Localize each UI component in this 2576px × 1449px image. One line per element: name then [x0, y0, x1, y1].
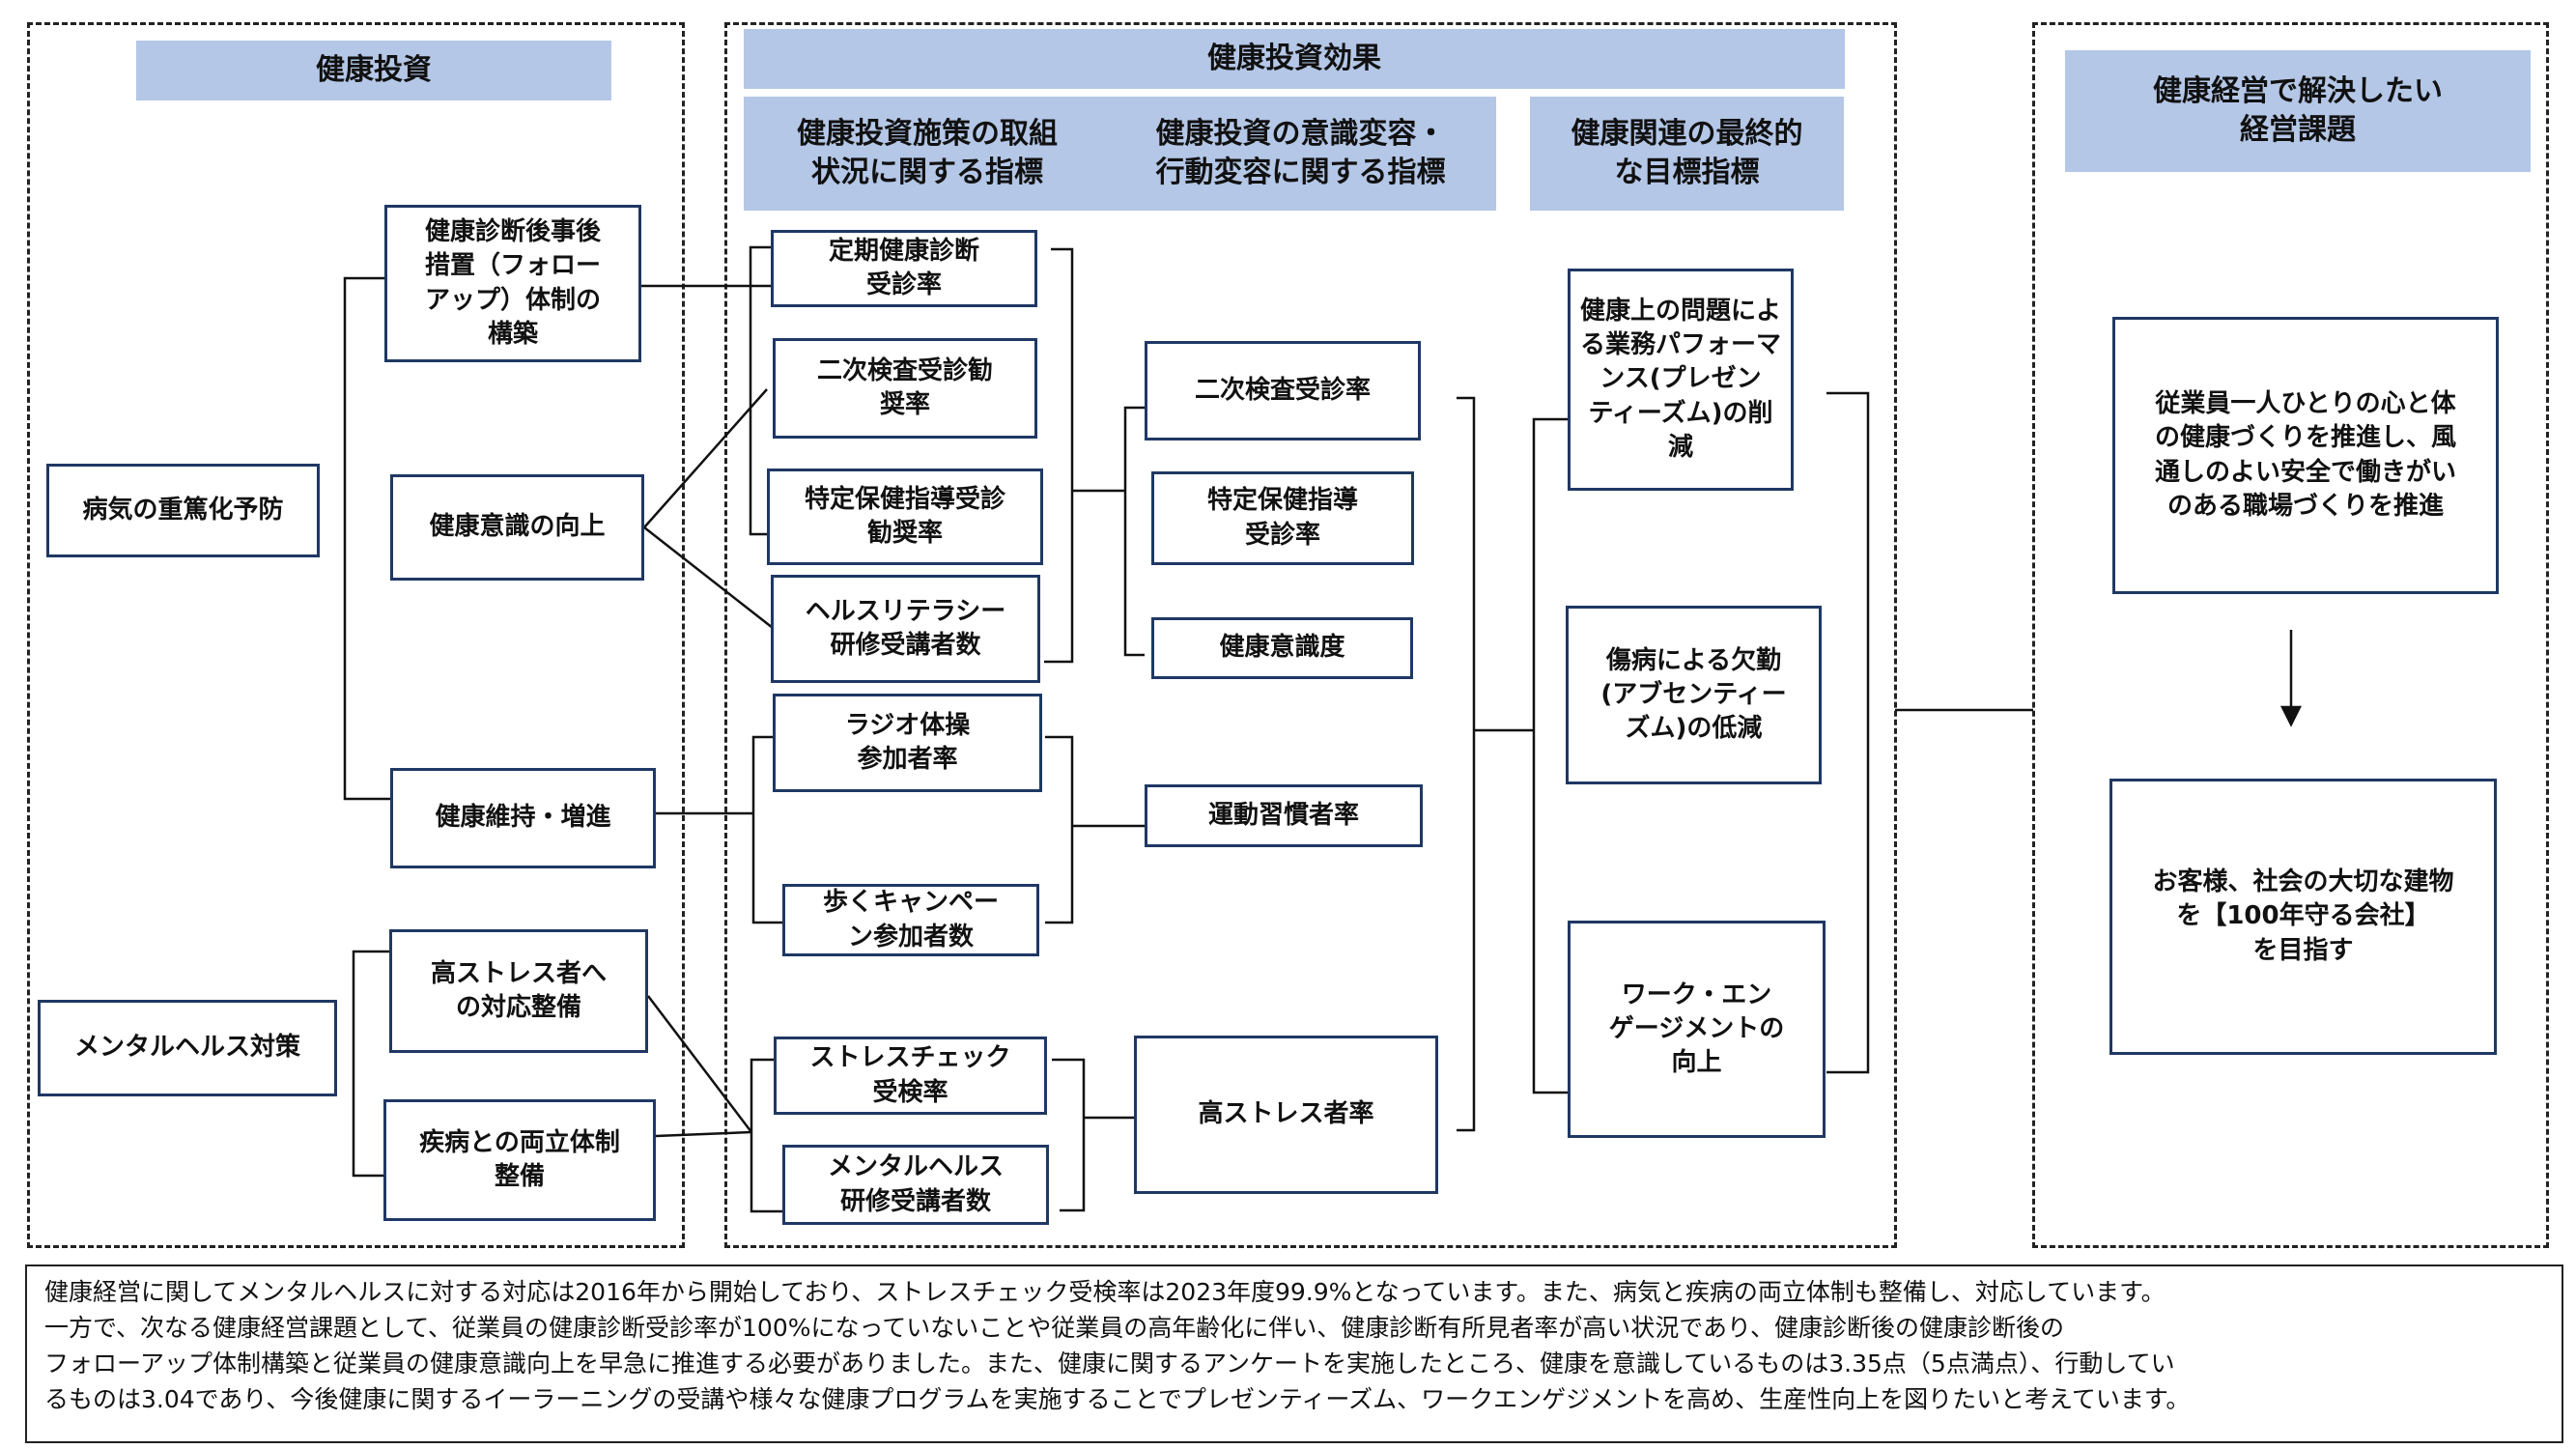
bracket-behavior-right — [1457, 396, 1476, 1132]
link-highstress-stress — [647, 995, 752, 1133]
absenteeism-box: 傷病による欠勤 (アブセンティー ズム)の低減 — [1566, 606, 1822, 784]
bracket-exercise-left — [751, 735, 782, 924]
mental-training-box: メンタルヘルス 研修受講者数 — [782, 1145, 1049, 1225]
bracket-checkup-group — [749, 245, 773, 536]
bracket-stress-left — [750, 1058, 782, 1213]
followup-system-box: 健康診断後事後 措置（フォロー アップ）体制の 構築 — [384, 205, 641, 362]
effects-header: 健康投資効果 — [744, 29, 1845, 89]
arrow-head — [2279, 705, 2303, 727]
investment-header: 健康投資 — [136, 41, 611, 100]
checkup-rate-box: 定期健康診断 受診率 — [771, 230, 1037, 307]
specific-guidance-rate-box: 特定保健指導 受診率 — [1151, 471, 1414, 565]
radio-exercise-box: ラジオ体操 参加者率 — [773, 694, 1042, 792]
exercise-habit-box: 運動習慣者率 — [1145, 784, 1423, 847]
link-awareness-literacy — [643, 526, 774, 629]
behavior-column-header: 健康投資の意識変容・ 行動変容に関する指標 — [1105, 97, 1496, 211]
investment-panel — [27, 22, 685, 1248]
presenteeism-box: 健康上の問題によ る業務パフォーマ ンス(プレゼン ティーズム)の削 減 — [1568, 269, 1794, 491]
bracket-mental — [352, 950, 391, 1178]
effects-panel — [724, 22, 1897, 1248]
bracket-behavior-left — [1123, 406, 1145, 657]
disease-balance-box: 疾病との両立体制 整備 — [383, 1099, 656, 1221]
issues-header: 健康経営で解決したい 経営課題 — [2065, 50, 2531, 172]
awareness-level-box: 健康意識度 — [1151, 617, 1413, 679]
final-column-header: 健康関連の最終的 な目標指標 — [1530, 97, 1844, 211]
company-goal-box: お客様、社会の大切な建物 を【100年守る会社】 を目指す — [2109, 779, 2497, 1055]
high-stress-rate-box: 高ストレス者率 — [1134, 1036, 1438, 1194]
engagement-box: ワーク・エン ゲージメントの 向上 — [1568, 921, 1826, 1138]
bracket-final-left — [1532, 417, 1568, 1094]
link-awareness-secondary — [643, 388, 768, 528]
initiative-column-header: 健康投資施策の取組 状況に関する指標 — [744, 97, 1111, 211]
bracket-exercise-right — [1045, 735, 1074, 924]
explanatory-note: 健康経営に関してメンタルヘルスに対する対応は2016年から開始しており、ストレス… — [25, 1264, 2563, 1443]
issues-panel — [2032, 22, 2549, 1248]
secondary-recommend-box: 二次検査受診勧 奨率 — [773, 338, 1037, 439]
bracket-stress-right — [1052, 1058, 1086, 1212]
walking-campaign-box: 歩くキャンペー ン参加者数 — [782, 884, 1039, 956]
specific-guidance-recommend-box: 特定保健指導受診 勧奨率 — [767, 469, 1043, 565]
workplace-goal-box: 従業員一人ひとりの心と体 の健康づくりを推進し、風 通しのよい安全で働きがい の… — [2112, 317, 2499, 594]
link-balance-stress — [655, 1130, 752, 1138]
health-maintenance-box: 健康維持・増進 — [390, 768, 656, 868]
illness-prevention-box: 病気の重篤化予防 — [46, 464, 320, 557]
bracket-initiative-right — [1044, 247, 1074, 664]
literacy-training-box: ヘルスリテラシー 研修受講者数 — [771, 575, 1040, 683]
bracket-final-right — [1826, 391, 1870, 1074]
secondary-rate-box: 二次検査受診率 — [1145, 341, 1421, 440]
bracket-prevention — [343, 276, 390, 801]
health-awareness-box: 健康意識の向上 — [390, 474, 644, 581]
high-stress-support-box: 高ストレス者へ の対応整備 — [389, 929, 648, 1053]
stress-check-box: ストレスチェック 受検率 — [774, 1037, 1047, 1115]
mental-health-box: メンタルヘルス対策 — [38, 1000, 337, 1096]
